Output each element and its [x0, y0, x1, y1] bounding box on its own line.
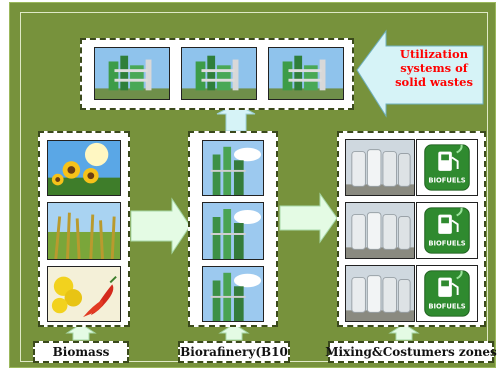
up-arrow-biomass	[65, 323, 97, 341]
utilization-label: Utilization systems of solid wastes	[390, 47, 478, 89]
sunflower-field-image	[47, 140, 121, 196]
top-plant-image-2	[181, 47, 257, 100]
up-arrow-biorefinery	[218, 323, 250, 341]
biorefinery-box	[188, 131, 278, 327]
utilization-arrow	[356, 29, 484, 118]
rapeseed-and-peppers-image	[47, 266, 121, 322]
refinery-towers-image-3	[202, 266, 264, 322]
top-plants-box	[80, 38, 354, 110]
utilization-line-3: solid wastes	[395, 75, 473, 89]
arrow-biorefinery-to-mixing	[279, 192, 338, 244]
storage-tanks-image-1	[345, 139, 415, 196]
biorefinery-label: Biorafinery(B10	[178, 341, 290, 363]
utilization-line-2: systems of	[400, 61, 468, 75]
refinery-towers-image-2	[202, 202, 264, 260]
biofuel-pump-icon-3: BIOFUELS	[416, 265, 478, 322]
svg-text:BIOFUELS: BIOFUELS	[428, 176, 465, 184]
svg-text:BIOFUELS: BIOFUELS	[428, 302, 465, 310]
biomass-box	[38, 131, 130, 327]
arrow-biomass-to-biorefinery	[130, 197, 191, 255]
up-arrow-mixing	[388, 323, 420, 341]
biofuel-pump-icon-1: BIOFUELS	[416, 139, 478, 196]
svg-text:BIOFUELS: BIOFUELS	[428, 239, 465, 247]
biofuel-pump-icon-2: BIOFUELS	[416, 202, 478, 259]
storage-tanks-image-3	[345, 265, 415, 322]
biomass-label: Biomass	[33, 341, 129, 363]
storage-tanks-image-2	[345, 202, 415, 259]
wheat-field-image	[47, 202, 121, 260]
top-plant-image-1	[94, 47, 170, 100]
top-plant-image-3	[268, 47, 344, 100]
mixing-box: BIOFUELS BIOFUELS BIOFUELS	[337, 131, 486, 327]
refinery-towers-image-1	[202, 140, 264, 196]
utilization-line-1: Utilization	[399, 47, 469, 61]
mixing-label: Mixing&Costumers zones	[325, 341, 497, 363]
